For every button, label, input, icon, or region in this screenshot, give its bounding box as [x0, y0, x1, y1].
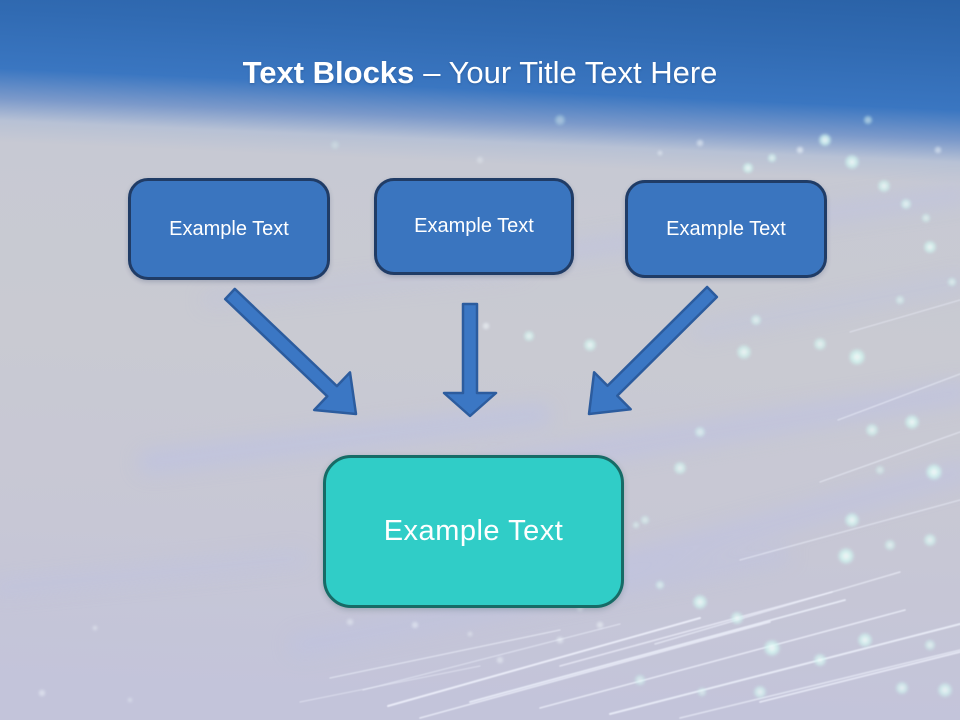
result-block: Example Text	[323, 455, 624, 608]
text-block-3-label: Example Text	[666, 217, 786, 240]
result-block-label: Example Text	[383, 515, 564, 547]
text-block-2: Example Text	[374, 178, 574, 275]
text-block-2-label: Example Text	[414, 215, 534, 237]
text-block-3: Example Text	[625, 180, 827, 278]
text-block-1: Example Text	[128, 178, 330, 280]
slide-title: Text Blocks– Your Title Text Here	[0, 50, 960, 96]
text-block-1-label: Example Text	[169, 217, 289, 240]
title-bold-text: Text Blocks	[242, 55, 415, 90]
title-rest-text: – Your Title Text Here	[423, 55, 718, 90]
